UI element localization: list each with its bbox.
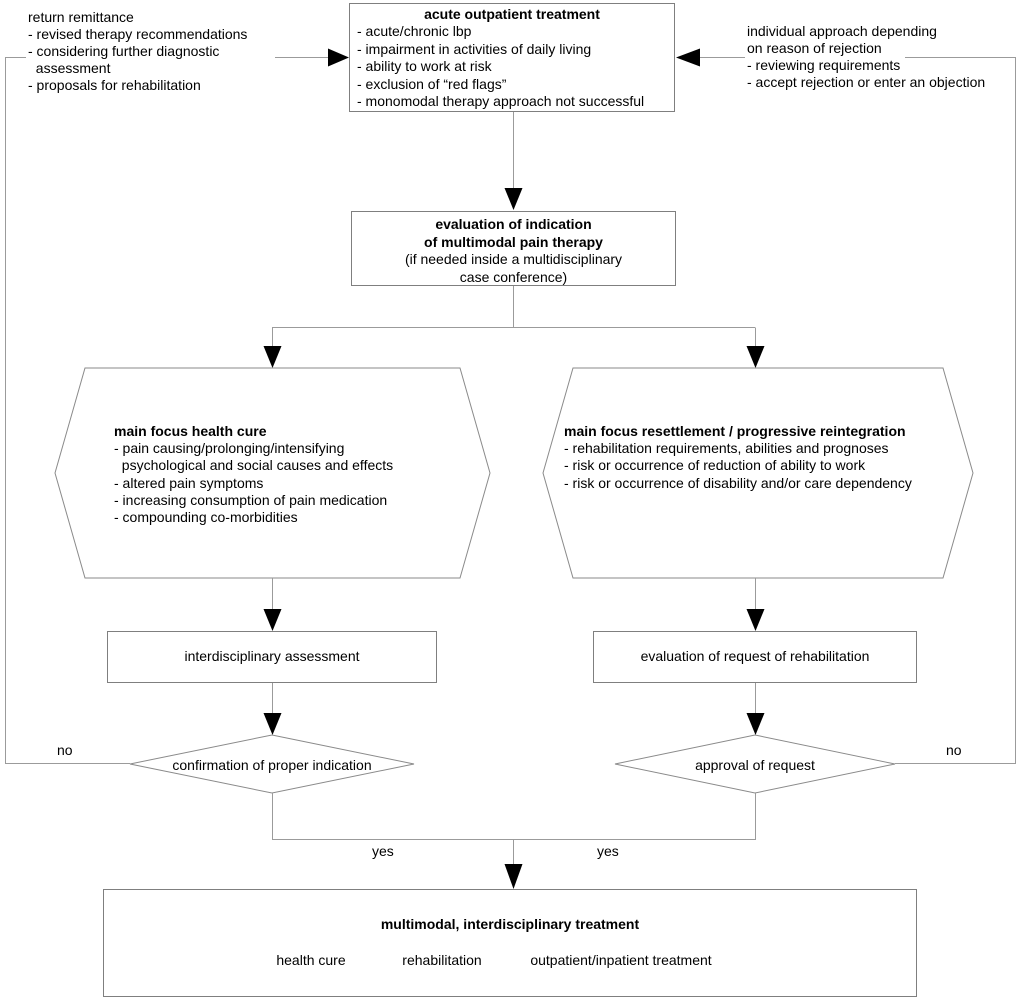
hexagon-item: - altered pain symptoms	[114, 474, 264, 491]
box-item: - acute/chronic lbp	[357, 23, 472, 40]
hexagon-item: psychological and social causes and effe…	[114, 457, 394, 474]
box-label: interdisciplinary assessment	[184, 648, 360, 665]
yes-label-left: yes	[372, 843, 394, 859]
note-line: assessment	[26, 60, 113, 77]
box-title: acute outpatient treatment	[424, 6, 600, 22]
treatment-option: outpatient/inpatient treatment	[530, 952, 712, 968]
approval-diamond-label: approval of request	[695, 757, 815, 773]
hexagon-title: main focus health cure	[114, 423, 267, 439]
evaluation-of-request-box: evaluation of request of rehabilitation	[593, 631, 917, 683]
arrow-down-icon	[263, 346, 282, 368]
note-line: individual approach depending	[745, 23, 939, 40]
treatment-option: rehabilitation	[402, 952, 482, 968]
arrow-down-icon	[263, 713, 282, 735]
box-item: - impairment in activities of daily livi…	[357, 40, 592, 57]
health-cure-hexagon-text: main focus health cure - pain causing/pr…	[114, 423, 393, 526]
no-label-right: no	[946, 742, 962, 758]
box-item: - monomodal therapy approach not success…	[357, 93, 645, 110]
multimodal-treatment-box: multimodal, interdisciplinary treatment …	[103, 889, 917, 997]
hexagon-item: - rehabilitation requirements, abilities…	[564, 440, 889, 457]
treatment-option: health cure	[276, 952, 346, 968]
health-cure-hexagon	[54, 367, 491, 579]
note-line: - considering further diagnostic	[26, 43, 222, 60]
resettlement-hexagon-text: main focus resettlement / progressive re…	[564, 423, 912, 492]
arrow-right-icon	[328, 48, 349, 67]
hexagon-item: - risk or occurrence of disability and/o…	[564, 474, 912, 491]
box-label: evaluation of request of rehabilitation	[640, 648, 870, 665]
note-line: - accept rejection or enter an objection	[745, 74, 988, 91]
box-text-line: case conference)	[459, 268, 568, 285]
box-title-line: of multimodal pain therapy	[424, 233, 603, 250]
hexagon-item: - risk or occurrence of reduction of abi…	[564, 457, 866, 474]
box-title: multimodal, interdisciplinary treatment	[380, 916, 640, 932]
note-line: - reviewing requirements	[745, 57, 903, 74]
box-text-line: (if needed inside a multidisciplinary	[404, 251, 623, 267]
arrow-left-icon	[676, 48, 700, 67]
rejection-note: individual approach depending on reason …	[745, 23, 988, 91]
hexagon-item: - compounding co-morbidities	[114, 509, 298, 526]
confirmation-diamond-label: confirmation of proper indication	[172, 757, 372, 773]
note-line: return remittance	[26, 9, 136, 26]
return-remittance-note: return remittance - revised therapy reco…	[26, 9, 250, 94]
arrow-down-icon	[263, 609, 282, 631]
resettlement-hexagon	[542, 367, 974, 579]
note-line: - revised therapy recommendations	[26, 26, 250, 43]
arrow-down-icon	[746, 346, 765, 368]
hexagon-item: - increasing consumption of pain medicat…	[114, 491, 388, 508]
no-label-left: no	[57, 742, 73, 758]
arrow-down-icon	[746, 713, 765, 735]
arrow-down-icon	[504, 864, 523, 889]
box-item: - exclusion of “red flags”	[357, 75, 507, 92]
box-item: - ability to work at risk	[357, 58, 492, 75]
note-line: on reason of rejection	[745, 40, 884, 57]
acute-outpatient-treatment-box: acute outpatient treatment - acute/chron…	[349, 3, 675, 112]
arrow-down-icon	[504, 188, 523, 210]
hexagon-title: main focus resettlement / progressive re…	[564, 423, 906, 439]
arrow-down-icon	[746, 609, 765, 631]
yes-label-right: yes	[597, 843, 619, 859]
note-line: - proposals for rehabilitation	[26, 77, 203, 94]
box-title-line: evaluation of indication	[435, 216, 592, 232]
hexagon-item: - pain causing/prolonging/intensifying	[114, 440, 345, 457]
evaluation-of-indication-box: evaluation of indication of multimodal p…	[351, 211, 676, 286]
interdisciplinary-assessment-box: interdisciplinary assessment	[107, 631, 437, 683]
